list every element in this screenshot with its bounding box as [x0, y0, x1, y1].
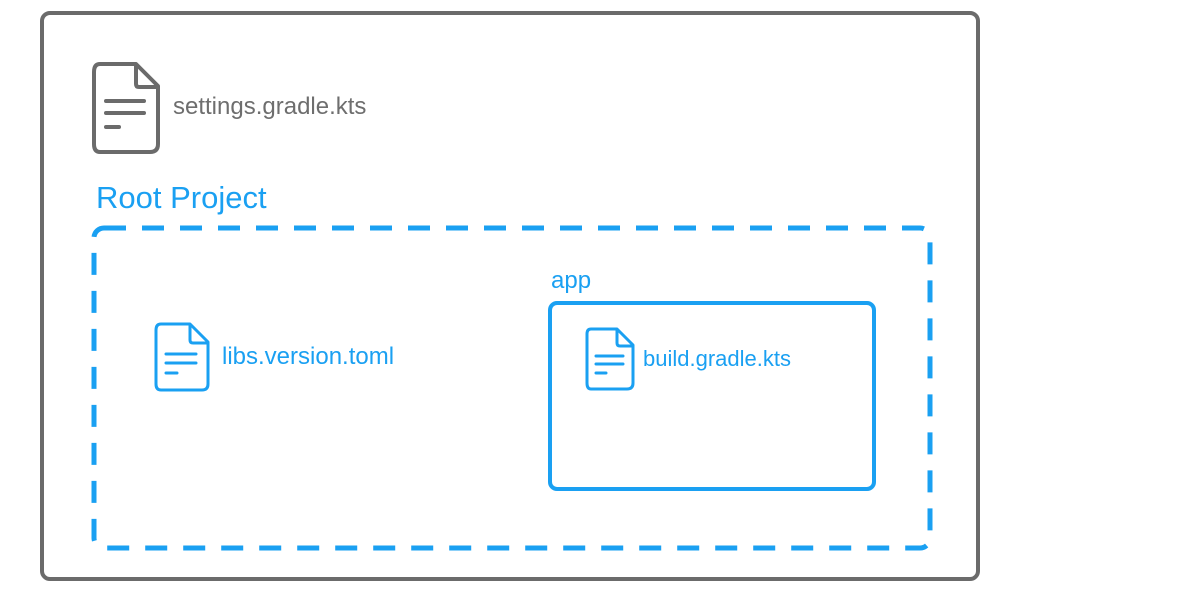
libs-file-icon	[154, 322, 210, 392]
libs-file-label: libs.version.toml	[222, 343, 395, 370]
app-module-box	[548, 301, 876, 491]
app-module-title: app	[551, 267, 592, 294]
build-file-label: build.gradle.kts	[643, 346, 791, 371]
outer-container	[40, 11, 980, 581]
build-file-icon	[585, 327, 635, 391]
settings-file-icon	[92, 62, 160, 154]
root-project-title: Root Project	[96, 180, 267, 215]
settings-file-label: settings.gradle.kts	[173, 93, 367, 120]
